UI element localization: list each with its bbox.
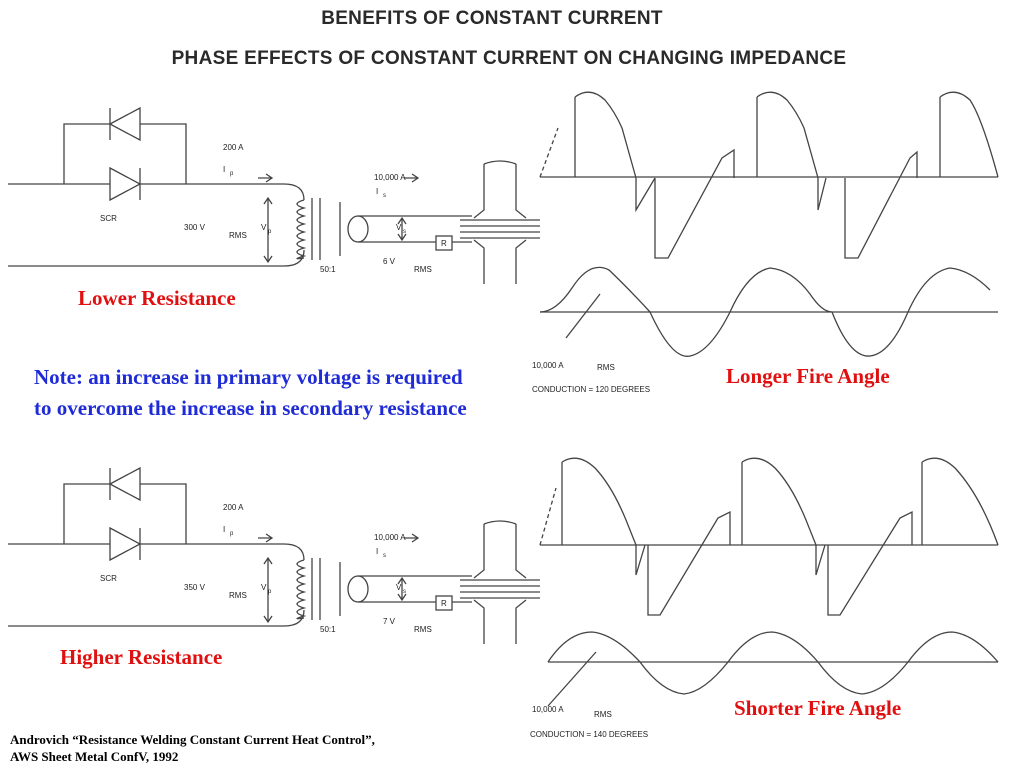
rms-label-secondary: RMS [414,625,432,634]
shorter-fire-angle-label: Shorter Fire Angle [734,696,902,720]
vp-subscript: p [268,589,272,595]
resistor-label: R [441,239,447,248]
turns-ratio-label: 50:1 [320,625,336,634]
secondary-current-label: 10,000 A [374,533,406,542]
vs-subscript: s [403,229,406,235]
citation-line-1: Androvich “Resistance Welding Constant C… [10,732,375,747]
waveform-top [539,91,999,357]
citation: Androvich “Resistance Welding Constant C… [10,731,375,765]
primary-current-label: 200 A [223,503,244,512]
primary-voltage-label: 300 V [184,223,206,232]
ip-label: I [223,165,225,174]
vs-label: V [396,223,402,232]
bottom-wave-rms-label: RMS [594,710,612,719]
secondary-voltage-label: 7 V [383,617,396,626]
is-label: I [376,547,378,556]
vp-label: V [261,583,267,592]
top-wave-current-label: 10,000 A [532,361,564,370]
is-subscript: s [383,193,386,199]
waveform-bottom [539,457,999,707]
rms-label-secondary: RMS [414,265,432,274]
primary-current-label: 200 A [223,143,244,152]
longer-fire-angle-label: Longer Fire Angle [726,364,890,388]
is-label: I [376,187,378,196]
resistor-label: R [441,599,447,608]
circuit-bottom: SCR 200 A I p 350 V RMS V p 50:1 10,000 … [7,467,541,645]
scr-label: SCR [100,214,117,223]
ip-subscript: p [230,531,234,537]
lower-resistance-label: Lower Resistance [78,286,236,310]
ip-subscript: p [230,171,234,177]
circuit-top: SCR 200 A I p 300 V RMS V p 50:1 10,000 … [7,107,541,285]
secondary-voltage-label: 6 V [383,257,396,266]
vs-label: V [396,583,402,592]
page-subtitle: PHASE EFFECTS OF CONSTANT CURRENT ON CHA… [171,48,847,69]
rms-label: RMS [229,231,247,240]
bottom-wave-conduction-label: CONDUCTION = 140 DEGREES [530,730,648,739]
turns-ratio-label: 50:1 [320,265,336,274]
vp-subscript: p [268,229,272,235]
bottom-wave-current-label: 10,000 A [532,705,564,714]
top-wave-rms-label: RMS [597,363,615,372]
vs-subscript: s [403,589,406,595]
note-text: Note: an increase in primary voltage is … [34,365,467,420]
vp-label: V [261,223,267,232]
top-wave-conduction-label: CONDUCTION = 120 DEGREES [532,385,650,394]
higher-resistance-label: Higher Resistance [60,645,223,669]
page-title: BENEFITS OF CONSTANT CURRENT [321,8,663,29]
citation-line-2: AWS Sheet Metal ConfV, 1992 [10,749,179,764]
secondary-current-label: 10,000 A [374,173,406,182]
rms-label: RMS [229,591,247,600]
is-subscript: s [383,553,386,559]
primary-voltage-label: 350 V [184,583,206,592]
scr-label: SCR [100,574,117,583]
ip-label: I [223,525,225,534]
